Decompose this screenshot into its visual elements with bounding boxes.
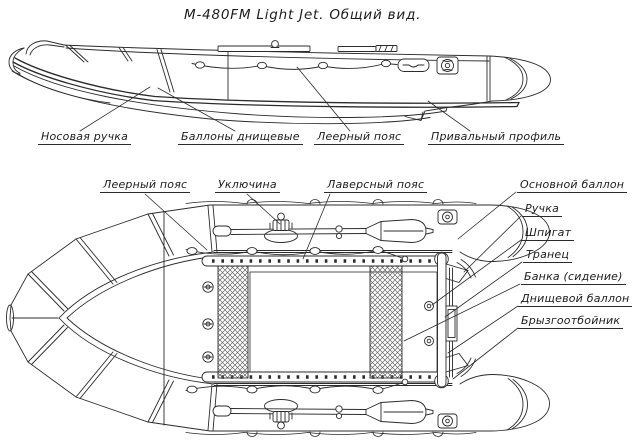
label-ballony-dnishchevye: Баллоны днищевые <box>178 131 303 145</box>
oarlock-top <box>269 212 293 231</box>
top-view-leaders <box>144 191 523 380</box>
label-privalnyj-profil: Привальный профиль <box>428 131 565 145</box>
bench-seat-right <box>369 265 403 379</box>
bow-seams-top <box>27 205 218 431</box>
stern-cone-side <box>488 55 551 102</box>
seat-plank-side <box>217 40 398 52</box>
drawing-title: М-480FM Light Jet. Общий вид. <box>184 7 422 23</box>
rub-strake-side <box>12 57 520 108</box>
leer-rope-top <box>185 246 409 394</box>
side-view-leaders <box>79 66 471 132</box>
label-dnishchevoj-ballon: Днищевой баллон <box>518 293 633 307</box>
label-laversnyj-poyas: Лаверсный пояс <box>324 179 428 193</box>
fitting-bolts <box>202 281 434 363</box>
stern-handle-side <box>397 58 430 72</box>
label-bryzgootbojnik: Брызгоотбойник <box>518 315 624 329</box>
bow-handle-icon <box>25 40 65 56</box>
bow-inner-edge <box>58 251 215 385</box>
label-uklyuchina: Уключина <box>215 179 280 193</box>
outer-hull-top <box>6 204 491 432</box>
label-leernyj-poyas-top: Леерный пояс <box>100 179 191 193</box>
outer-scallops <box>185 199 477 437</box>
transom <box>434 251 469 389</box>
tube-seams-side <box>65 45 491 101</box>
floor-panel <box>249 271 438 373</box>
logo-patch-side <box>436 56 459 75</box>
leer-rope-side <box>191 59 398 70</box>
oar-top <box>212 219 434 243</box>
bench-seat-left <box>217 265 249 379</box>
stern-handles-top <box>456 259 476 377</box>
label-shpigat: Шпигат <box>522 227 575 241</box>
label-leernyj-poyas-side: Леерный пояс <box>314 131 405 145</box>
oarlock-bottom <box>269 411 293 430</box>
oar-bottom <box>212 400 434 424</box>
top-view-drawing <box>6 191 550 437</box>
oarlock-base-bottom <box>264 399 298 413</box>
label-banka-sidenie: Банка (сидение) <box>521 271 626 285</box>
logo-patches-top <box>437 209 458 429</box>
oarlock-base-top <box>264 229 298 243</box>
label-nosovaya-ruchka: Носовая ручка <box>38 131 132 145</box>
hull-bottom-side <box>11 65 493 125</box>
label-ruchka: Ручка <box>522 203 563 217</box>
side-view-drawing <box>8 40 551 132</box>
label-osnovnoj-ballon: Основной баллон <box>517 179 628 193</box>
label-tranets: Транец <box>523 249 573 263</box>
stern-cones-top <box>459 204 550 432</box>
